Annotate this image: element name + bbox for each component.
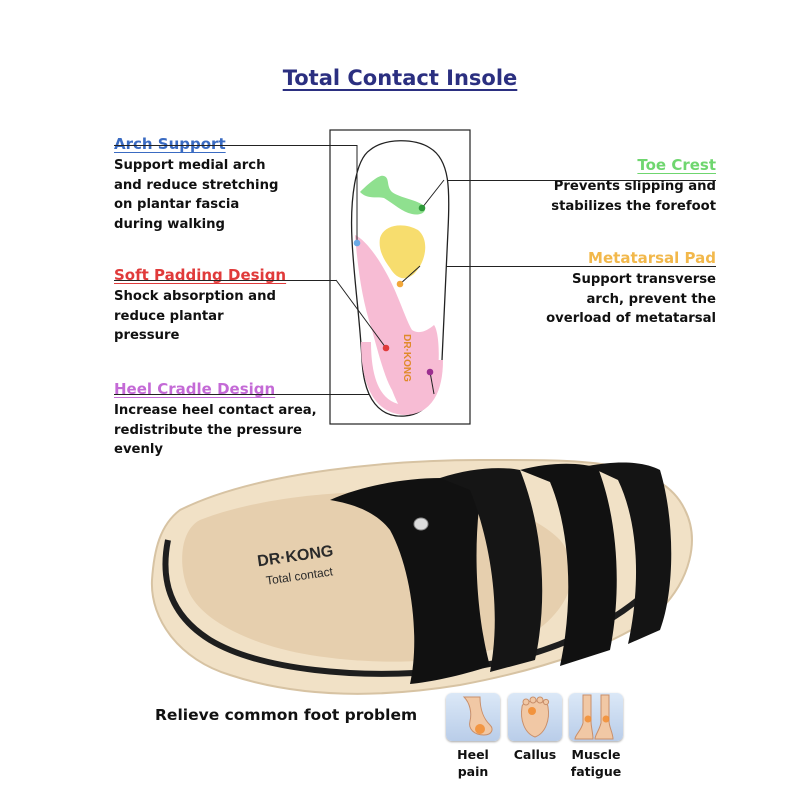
callus-label-line: Callus — [513, 747, 557, 762]
insole-diagram: DR·KONG — [329, 129, 471, 425]
metatarsal-connector-diag — [399, 265, 421, 285]
strap-2 — [440, 468, 543, 672]
soft-padding-line: Shock absorption and — [114, 289, 276, 304]
toe-crest-desc: Prevents slipping and stabilizes the for… — [551, 177, 716, 216]
soft-padding-zone — [355, 235, 439, 412]
toe-crest-heading: Toe Crest — [637, 156, 716, 174]
arch-support-heading: Arch Support — [114, 135, 226, 153]
heel-cradle-block: Heel Cradle Design Increase heel contact… — [114, 380, 317, 460]
callus-label: Callus — [505, 746, 565, 763]
strap-rivet — [413, 517, 429, 531]
arch-support-block: Arch Support Support medial arch and red… — [114, 135, 278, 234]
toe-connector-diag — [421, 179, 445, 209]
heel-connector-line — [114, 394, 434, 395]
toe-crest-line: stabilizes the forefoot — [551, 198, 716, 214]
page-title: Total Contact Insole — [282, 66, 518, 90]
heel-pain-label: Heel pain — [443, 746, 503, 780]
arch-support-line: and reduce stretching — [114, 177, 279, 193]
soft-padding-line: pressure — [114, 328, 180, 344]
heel-cradle-line: Increase heel contact area, — [114, 403, 317, 418]
arch-support-line: on plantar fascia — [114, 197, 240, 213]
muscle-fatigue-label-line: fatigue — [570, 764, 622, 779]
heel-pain-label-line: pain — [457, 764, 489, 779]
metatarsal-pad-heading: Metatarsal Pad — [588, 249, 716, 267]
toe-crest-line: Prevents slipping and — [553, 179, 716, 194]
metatarsal-pad-line: arch, prevent the — [586, 291, 716, 307]
insole-brand-text: DR·KONG — [401, 334, 412, 382]
metatarsal-dot — [396, 280, 404, 288]
heel-pain-icon — [446, 693, 500, 741]
soft-padding-heading: Soft Padding Design — [114, 266, 287, 284]
heel-cradle-line: evenly — [114, 442, 163, 458]
strap-1 — [330, 478, 490, 684]
heel-cradle-line: redistribute the pressure — [114, 422, 302, 438]
callus-icon — [508, 693, 562, 741]
metatarsal-connector-line — [420, 266, 716, 267]
arch-dot — [353, 239, 361, 247]
heel-cradle-heading: Heel Cradle Design — [114, 380, 276, 398]
muscle-fatigue-icon — [569, 693, 623, 741]
toe-connector-line — [444, 180, 716, 181]
toe-crest-zone — [360, 175, 426, 215]
arch-connector-line — [114, 145, 357, 146]
heel-cradle-desc: Increase heel contact area, redistribute… — [114, 401, 317, 460]
metatarsal-pad-block: Metatarsal Pad Support transverse arch, … — [546, 249, 716, 329]
strap-4 — [588, 462, 672, 644]
muscle-fatigue-label: Muscle fatigue — [566, 746, 626, 780]
muscle-fatigue-label-line: Muscle — [571, 747, 621, 762]
strap-3 — [520, 463, 617, 666]
toe-crest-block: Toe Crest Prevents slipping and stabiliz… — [551, 156, 716, 216]
metatarsal-pad-line: overload of metatarsal — [546, 311, 716, 327]
insole-frame — [329, 129, 471, 425]
arch-support-line: Support medial arch — [114, 158, 266, 173]
heel-connector-up — [429, 371, 435, 395]
arch-support-line: during walking — [114, 216, 225, 232]
padding-connector-line — [114, 280, 336, 281]
toe-dot — [418, 204, 426, 212]
bottom-caption: Relieve common foot problem — [155, 706, 418, 724]
metatarsal-pad-line: Support transverse — [571, 272, 716, 287]
heel-pain-label-line: Heel — [457, 747, 489, 762]
heel-cradle-zone — [361, 341, 443, 416]
soft-padding-line: reduce plantar — [114, 308, 224, 324]
metatarsal-pad-zone — [379, 225, 426, 279]
soft-padding-desc: Shock absorption and reduce plantar pres… — [114, 287, 286, 346]
soft-padding-block: Soft Padding Design Shock absorption and… — [114, 266, 286, 346]
padding-connector-diag — [335, 279, 387, 349]
arch-support-desc: Support medial arch and reduce stretchin… — [114, 156, 278, 234]
heel-dot — [426, 368, 434, 376]
sandal-illustration: DR·KONG Total contact — [150, 458, 693, 695]
metatarsal-pad-desc: Support transverse arch, prevent the ove… — [546, 270, 716, 329]
padding-dot — [382, 344, 390, 352]
